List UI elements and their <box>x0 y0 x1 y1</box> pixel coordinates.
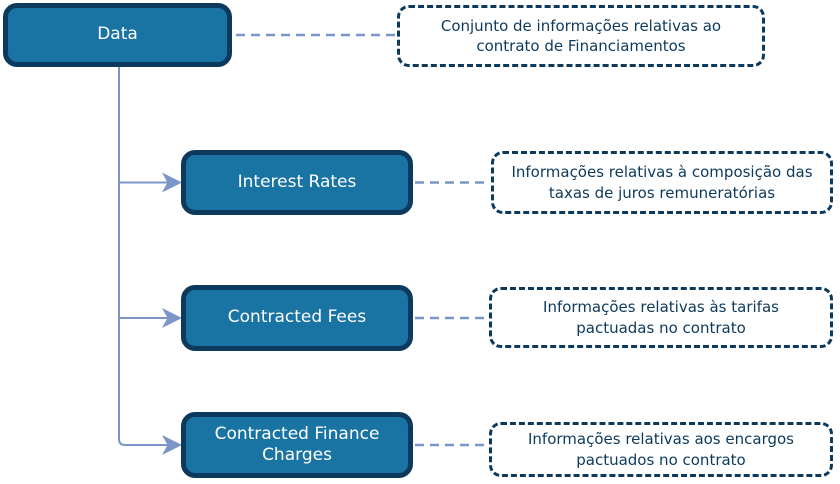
tree-trunk-line <box>118 67 168 446</box>
annotation-data-text: Conjunto de informações relativas ao con… <box>440 16 722 55</box>
node-interest-rates: Interest Rates <box>181 150 413 215</box>
annotation-contracted-fees: Informações relativas às tarifas pactuad… <box>489 287 833 348</box>
node-contracted-finance-charges-label: Contracted Finance Charges <box>214 423 380 465</box>
annotation-contracted-finance-charges: Informações relativas aos encargos pactu… <box>489 422 833 477</box>
annotation-contracted-fees-text: Informações relativas às tarifas pactuad… <box>543 298 779 337</box>
annotation-contracted-finance-charges-text: Informações relativas aos encargos pactu… <box>527 430 794 469</box>
node-data: Data <box>3 3 232 67</box>
node-data-label: Data <box>97 24 138 45</box>
annotation-interest-rates: Informações relativas à composição das t… <box>491 151 833 214</box>
arrowhead-icon <box>162 172 182 193</box>
annotation-data: Conjunto de informações relativas ao con… <box>397 5 765 67</box>
arrowhead-icon <box>162 435 182 455</box>
arrowhead-icon <box>162 308 182 328</box>
node-contracted-fees: Contracted Fees <box>181 285 413 351</box>
annotation-interest-rates-text: Informações relativas à composição das t… <box>511 163 813 202</box>
node-contracted-finance-charges: Contracted Finance Charges <box>181 412 413 478</box>
node-interest-rates-label: Interest Rates <box>237 171 357 192</box>
node-contracted-fees-label: Contracted Fees <box>227 307 367 328</box>
